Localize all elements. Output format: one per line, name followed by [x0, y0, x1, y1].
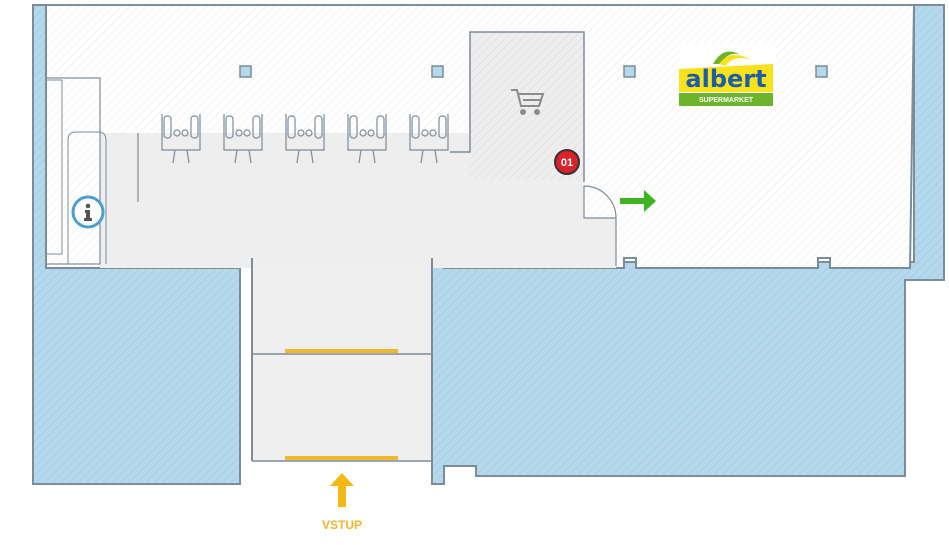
arrow-up-icon: [330, 473, 354, 507]
arrow-right-icon: [620, 190, 656, 212]
door-swing: [583, 185, 617, 266]
logo-word: albert: [685, 65, 766, 93]
store-marker[interactable]: 01: [554, 149, 580, 175]
columns: [239, 65, 828, 78]
logo-subtitle: SUPERMARKET: [699, 97, 754, 104]
corridor: [252, 268, 432, 461]
entrance-label: VSTUP: [322, 518, 362, 532]
info-counter: [45, 77, 139, 265]
store-marker-label: 01: [561, 157, 573, 169]
checkout-1: [161, 114, 201, 164]
info-icon[interactable]: [71, 195, 105, 229]
shopping-cart-icon: [511, 89, 545, 115]
cart-storage-room[interactable]: [450, 31, 585, 182]
checkout-5: [409, 114, 449, 164]
albert-logo[interactable]: albert SUPERMARKET: [679, 44, 776, 108]
checkout-2: [223, 114, 263, 164]
checkout-4: [347, 114, 387, 164]
door-marker-outer: [285, 456, 398, 460]
checkout-3: [285, 114, 325, 164]
door-marker-inner: [285, 349, 398, 353]
checkout-lanes: [161, 114, 449, 164]
